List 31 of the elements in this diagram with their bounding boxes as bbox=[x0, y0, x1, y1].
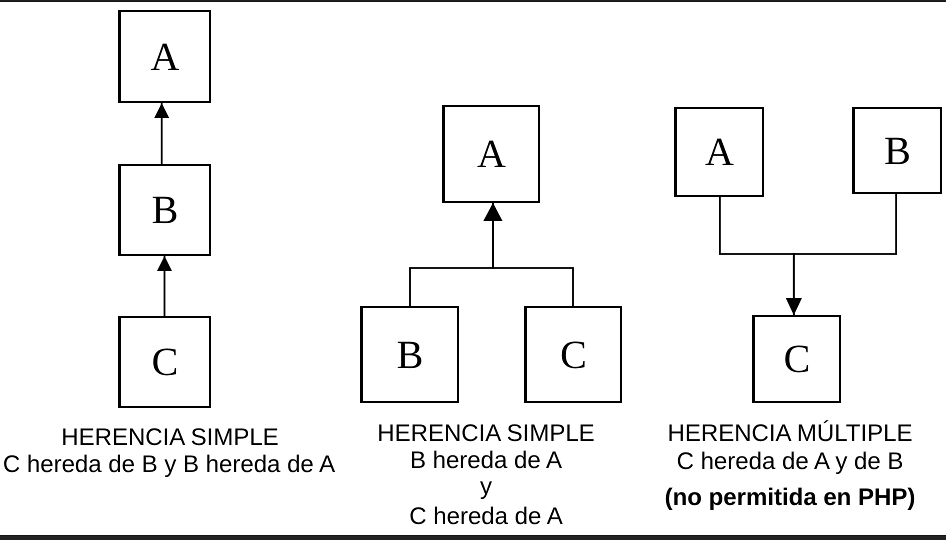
class-label: B bbox=[396, 334, 424, 374]
caption-text: y bbox=[480, 473, 492, 500]
caption-text: C hereda de B y B hereda de A bbox=[2, 451, 336, 478]
caption-text: (no permitida en PHP) bbox=[664, 484, 916, 511]
class-box bbox=[118, 10, 211, 103]
class-box bbox=[524, 306, 622, 403]
class-label: C bbox=[784, 339, 810, 379]
caption-text: HERENCIA MÚLTIPLE bbox=[668, 420, 912, 447]
inheritance-arrow bbox=[483, 203, 574, 306]
caption-text: HERENCIA SIMPLE bbox=[377, 420, 595, 447]
class-label: A bbox=[705, 132, 734, 172]
inheritance-arrow bbox=[154, 103, 170, 164]
caption-text: HERENCIA SIMPLE bbox=[61, 424, 279, 451]
caption-text: B hereda de A bbox=[410, 447, 562, 474]
class-label: C bbox=[152, 342, 178, 382]
class-box bbox=[674, 107, 764, 197]
inheritance-arrow bbox=[157, 256, 172, 316]
class-label: A bbox=[477, 134, 506, 174]
class-label: B bbox=[884, 130, 911, 170]
caption-text: C hereda de A y de B bbox=[676, 448, 904, 475]
class-box bbox=[360, 306, 459, 403]
class-label: C bbox=[560, 334, 587, 374]
class-label: A bbox=[150, 36, 180, 76]
inheritance-arrow bbox=[786, 194, 897, 315]
caption-text: C hereda de A bbox=[409, 503, 563, 530]
class-box bbox=[118, 316, 211, 408]
class-box bbox=[442, 105, 540, 203]
class-box bbox=[118, 164, 211, 256]
class-box bbox=[752, 315, 841, 403]
class-label: B bbox=[152, 190, 178, 230]
class-box bbox=[852, 107, 942, 194]
